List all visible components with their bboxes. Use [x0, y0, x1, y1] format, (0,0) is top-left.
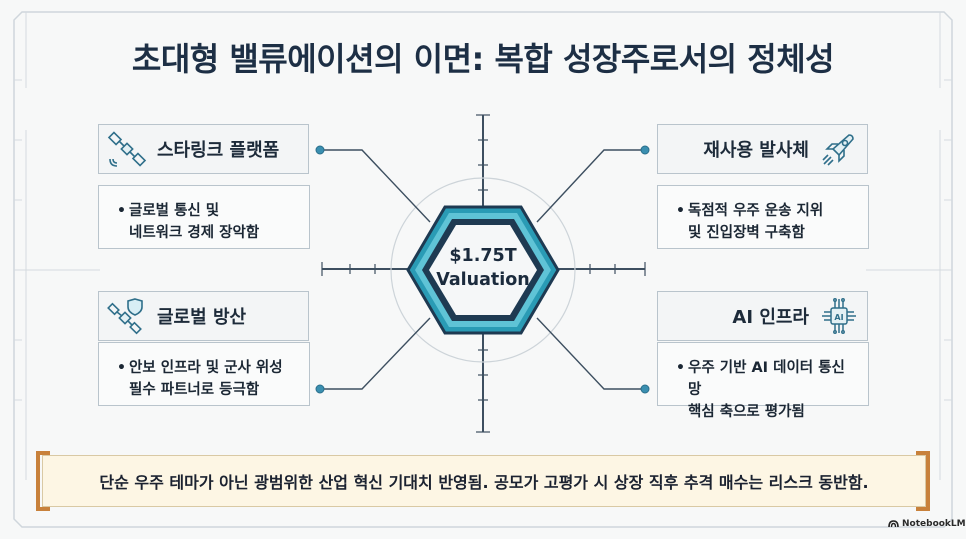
banner-bracket-left: [36, 451, 50, 511]
rocket-icon: [817, 129, 861, 169]
halo-circle: [390, 177, 576, 363]
notebooklm-logo-icon: [888, 520, 899, 528]
card-line: 안보 인프라 및 군사 위성: [129, 360, 283, 376]
connector-dot: [640, 145, 650, 155]
svg-text:AI: AI: [834, 313, 843, 322]
connectors: [320, 149, 645, 390]
valuation-caption: Valuation: [436, 270, 530, 290]
center-valuation-label: $1.75T Valuation: [418, 244, 548, 292]
page-title: 초대형 밸류에이션의 이면: 복합 성장주로서의 정체성: [131, 40, 835, 78]
card-title: AI 인프라: [732, 307, 809, 328]
summary-banner: 단순 우주 테마가 아닌 광범위한 산업 혁신 기대치 반영됨. 공모가 고평가…: [42, 455, 926, 507]
center-hexagon: [406, 205, 560, 335]
card-title: 스타링크 플랫폼: [157, 140, 280, 161]
card-title: 글로벌 방산: [157, 307, 247, 328]
connector-dot: [640, 384, 650, 394]
card-reusable-header: 재사용 발사체: [657, 124, 868, 174]
banner-bracket-right: [916, 451, 930, 511]
card-defense-body: • 안보 인프라 및 군사 위성 필수 파트너로 등극함: [98, 342, 310, 406]
card-starlink-header: 스타링크 플랫폼: [98, 124, 309, 174]
card-line: 필수 파트너로 등극함: [129, 382, 260, 398]
card-line: 글로벌 통신 및: [129, 203, 220, 219]
defense-satellite-icon: [105, 296, 149, 336]
summary-text: 단순 우주 테마가 아닌 광범위한 산업 혁신 기대치 반영됨. 공모가 고평가…: [99, 473, 869, 492]
outer-frame: [13, 11, 953, 528]
brand-watermark: NotebookLM: [888, 519, 966, 529]
card-line: 독점적 우주 운송 지위: [688, 203, 824, 219]
card-line: 우주 기반 AI 데이터 통신망: [688, 360, 845, 398]
card-starlink-body: • 글로벌 통신 및 네트워크 경제 장악함: [98, 185, 310, 249]
card-ai-body: • 우주 기반 AI 데이터 통신망 핵심 축으로 평가됨: [657, 342, 869, 420]
connector-dot: [315, 384, 325, 394]
satellite-icon: [105, 129, 149, 169]
card-title: 재사용 발사체: [703, 140, 809, 161]
card-reusable-body: • 독점적 우주 운송 지위 및 진입장벽 구축함: [657, 185, 869, 249]
valuation-amount: $1.75T: [449, 246, 517, 266]
card-line: 네트워크 경제 장악함: [129, 225, 260, 241]
ai-chip-icon: AI: [817, 296, 861, 336]
card-ai-header: AI 인프라 AI: [657, 291, 868, 341]
card-line: 및 진입장벽 구축함: [688, 225, 805, 241]
brand-name: NotebookLM: [902, 519, 966, 529]
card-defense-header: 글로벌 방산: [98, 291, 309, 341]
connector-dot: [315, 145, 325, 155]
card-line: 핵심 축으로 평가됨: [688, 404, 805, 420]
